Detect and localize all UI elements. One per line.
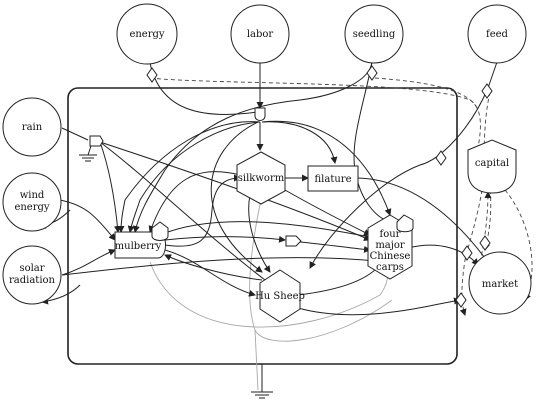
source-feed: feed (467, 4, 527, 64)
flow-filature-market (357, 177, 491, 266)
flow-labor-mulberry-2 (117, 121, 261, 233)
money-flow-4 (459, 189, 483, 316)
flow-sheep-mulberry (164, 254, 263, 281)
flow-interaction-carps (299, 241, 371, 253)
flow-mulberry-sheep (164, 249, 256, 297)
carps-consumer: four major Chinese carps (367, 214, 414, 280)
source-wind-label-line1: wind (20, 190, 45, 201)
hu-sheep-label: Hu Sheep (255, 291, 305, 302)
carps-label-line1: four (380, 229, 401, 240)
flow-solar (61, 248, 116, 276)
source-wind-energy: wind energy (2, 172, 62, 232)
interaction-mulberry-carps (285, 235, 302, 247)
hu-sheep-consumer: Hu Sheep (255, 269, 305, 323)
flow-carps-mulberry (159, 221, 386, 241)
mulberry-label: mulberry (115, 241, 162, 252)
interaction-labor (254, 107, 266, 121)
flow-solar-out (41, 284, 81, 305)
flow-mulberry-silkworm (164, 174, 241, 247)
mulberry-tank-icon (151, 221, 169, 241)
capital-storage: capital (467, 139, 517, 194)
flow-silkworm-sheep (248, 194, 271, 273)
flow-labor-sheep (210, 121, 263, 273)
transaction-diamond-seedling (366, 65, 378, 81)
carps-label-line3: Chinese (370, 251, 411, 262)
transaction-diamond-sheep-market (455, 292, 467, 308)
flow-solar-carps (61, 257, 386, 276)
price-transactors (146, 65, 493, 308)
flow-rain-sheep (99, 141, 266, 281)
money-flow-2 (374, 77, 479, 111)
energy-flow-lines (39, 61, 533, 392)
filature-process: filature (307, 165, 359, 192)
interaction-rain (89, 135, 104, 147)
carps-tank-icon (396, 214, 414, 233)
flow-wind (59, 199, 116, 241)
transaction-diamond-carps-market (461, 245, 473, 261)
market-node: market (468, 251, 532, 315)
transaction-diamond-market-1 (479, 235, 491, 251)
flow-silkworm-mulberry (148, 171, 241, 233)
heat-sink-rain (79, 154, 97, 162)
source-energy: energy (116, 3, 178, 65)
flow-grey-to-heatsink (254, 329, 259, 391)
source-solar-radiation: solar radiation (2, 245, 62, 305)
money-flow-5 (483, 189, 492, 251)
heat-sink-system (251, 391, 273, 399)
flow-labor-filature (261, 121, 338, 164)
flow-labor-carps (261, 120, 392, 216)
source-energy-label: energy (129, 29, 164, 40)
source-labor-label: labor (247, 29, 274, 40)
money-flow-3 (483, 91, 491, 149)
flow-rain-mulberry (99, 141, 121, 233)
silkworm-consumer: silkworm (236, 151, 286, 205)
source-solar-label-line1: solar (19, 263, 44, 274)
capital-label: capital (475, 158, 509, 169)
flow-feed (309, 61, 498, 269)
flow-mulberry-interaction (164, 235, 286, 243)
flow-sheep-market (297, 297, 461, 316)
transaction-diamond-energy (146, 67, 158, 83)
source-seedling-label: seedling (353, 29, 396, 40)
market-label: market (482, 279, 518, 290)
carps-label-line2: major (375, 240, 405, 251)
source-rain-label: rain (22, 122, 43, 133)
flow-carps-market (407, 244, 479, 266)
money-flow-7 (479, 191, 492, 263)
source-rain: rain (2, 97, 62, 157)
money-flow-1 (149, 77, 481, 149)
source-wind-label-line2: energy (14, 202, 49, 213)
carps-label-line4: carps (376, 262, 404, 273)
source-labor: labor (230, 4, 290, 64)
transaction-diamond-capital (435, 150, 447, 166)
silkworm-label: silkworm (238, 173, 285, 184)
source-feed-label: feed (486, 29, 509, 40)
source-seedling: seedling (344, 4, 404, 64)
mulberry-producer: mulberry (114, 221, 169, 259)
flow-seedling (132, 61, 373, 233)
interaction-symbols (89, 107, 302, 247)
flow-rain (61, 127, 89, 141)
flow-silkworm-carps (284, 189, 371, 236)
source-solar-label-line2: radiation (9, 275, 56, 286)
transaction-diamond-feed (481, 83, 493, 99)
filature-label: filature (315, 174, 352, 185)
heat-sinks (79, 154, 273, 399)
